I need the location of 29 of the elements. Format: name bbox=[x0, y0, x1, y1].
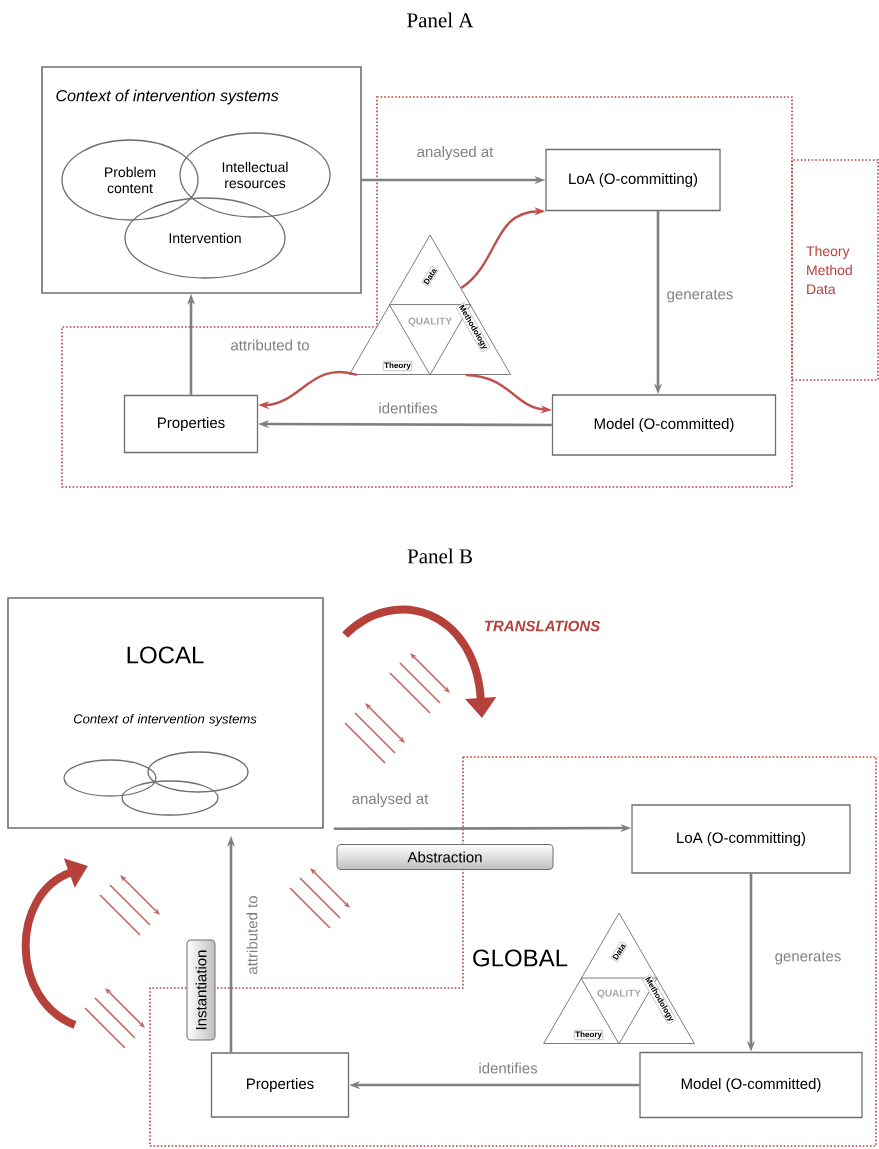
edge-label: generates bbox=[773, 950, 843, 966]
edge-label: generates bbox=[665, 288, 735, 304]
edge-label: attributed to bbox=[228, 338, 312, 352]
properties-box: Properties bbox=[210, 1052, 350, 1118]
abstraction-button: Abstraction bbox=[336, 844, 554, 870]
model-box: Model (O-committed) bbox=[551, 394, 777, 456]
triangle-label: Theory bbox=[574, 1030, 604, 1040]
local-box: LOCAL Context of intervention systems bbox=[7, 597, 324, 829]
instantiation-button: Instantiation bbox=[186, 939, 216, 1041]
ellipse bbox=[121, 780, 219, 816]
quality-label: QUALITY bbox=[408, 317, 452, 327]
edge-label: identifies bbox=[476, 1061, 540, 1075]
translations-label: TRANSLATIONS bbox=[484, 620, 601, 632]
quality-label: QUALITY bbox=[597, 989, 641, 999]
loa-box: LoA (O-committing) bbox=[631, 804, 851, 874]
ellipse bbox=[147, 751, 249, 793]
properties-box: Properties bbox=[123, 394, 259, 454]
edge-label: identifies bbox=[376, 401, 440, 415]
panel-title: Panel B bbox=[407, 548, 472, 564]
ellipse bbox=[63, 759, 157, 797]
triangle-label: Theory bbox=[382, 361, 412, 371]
edge-label: analysed at bbox=[350, 791, 430, 809]
global-label: GLOBAL bbox=[473, 949, 568, 967]
edge-label: analysed at bbox=[415, 144, 495, 162]
panel-title: Panel A bbox=[407, 12, 474, 28]
dotted-box: Theory Method Data bbox=[791, 159, 879, 381]
model-box: Model (O-committed) bbox=[639, 1051, 863, 1119]
edge-label: attributed to bbox=[245, 893, 259, 977]
loa-box: LoA (O-committing) bbox=[545, 148, 721, 212]
